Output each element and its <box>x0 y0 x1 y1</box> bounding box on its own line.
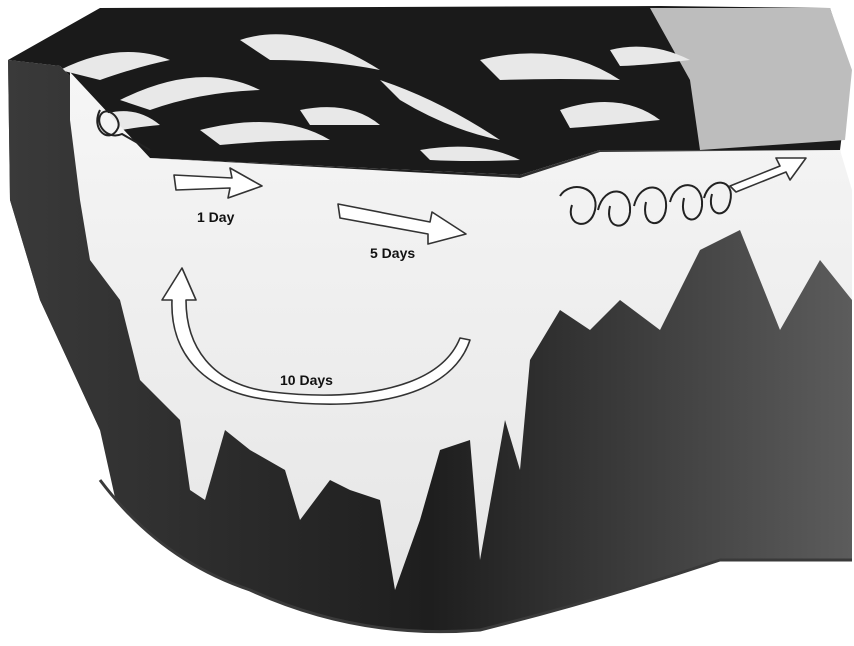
label-one-day: 1 Day <box>197 209 235 225</box>
label-ten-days: 10 Days <box>280 372 333 388</box>
label-five-days: 5 Days <box>370 245 415 261</box>
